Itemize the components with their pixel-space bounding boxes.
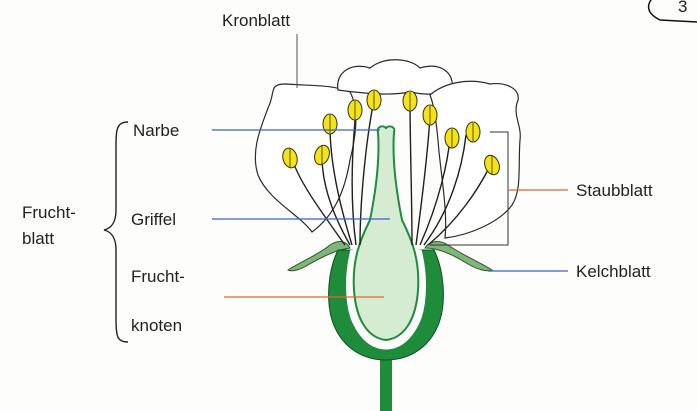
corner-badge: 3	[649, 0, 697, 22]
label-fruchtblatt-1: Frucht-	[22, 203, 76, 222]
label-fruchtknoten-2: knoten	[131, 316, 182, 335]
anther-9	[466, 122, 480, 142]
petal-back	[338, 60, 453, 94]
label-narbe: Narbe	[133, 121, 179, 140]
label-staubblatt: Staubblatt	[576, 181, 653, 200]
petal-left	[255, 84, 355, 232]
label-fruchtblatt-2: blatt	[22, 229, 54, 248]
label-kronblatt: Kronblatt	[222, 11, 290, 30]
corner-badge-text: 3	[678, 0, 687, 16]
anther-3	[323, 114, 337, 134]
anther-8	[445, 128, 459, 148]
label-fruchtknoten-1: Frucht-	[131, 267, 185, 286]
label-griffel: Griffel	[131, 210, 176, 229]
label-kelchblatt: Kelchblatt	[576, 262, 651, 281]
anther-5	[367, 90, 381, 110]
pistil	[354, 126, 419, 340]
anther-4	[348, 100, 362, 120]
stem	[380, 355, 392, 411]
anther-7	[423, 105, 437, 125]
fruchtblatt-brace	[104, 122, 128, 342]
anther-6	[403, 91, 417, 111]
